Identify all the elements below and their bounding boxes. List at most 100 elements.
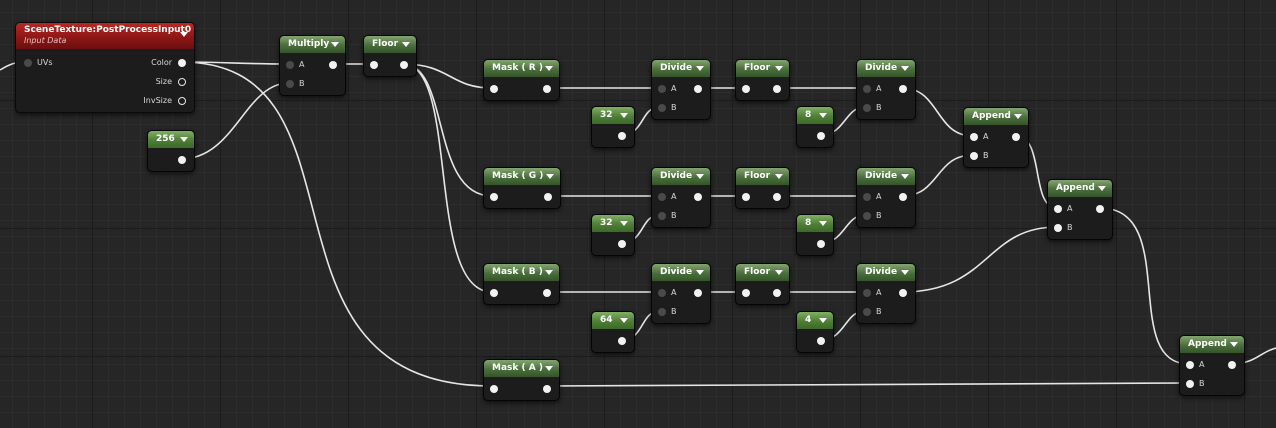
floor-main-header[interactable]: Floor xyxy=(364,36,416,53)
collapse-arrow-icon[interactable] xyxy=(775,66,783,71)
mask-g-output-pin[interactable] xyxy=(544,193,552,201)
collapse-arrow-icon[interactable] xyxy=(901,66,909,71)
floor-r-node[interactable]: Floor xyxy=(735,59,790,101)
mask-a-input-pin[interactable] xyxy=(490,385,498,393)
floor-b-input-pin[interactable] xyxy=(742,289,750,297)
collapse-arrow-icon[interactable] xyxy=(1230,342,1238,347)
constant-8-g-node[interactable]: 8 xyxy=(796,214,834,256)
divide-r1-node[interactable]: Divide A B xyxy=(651,59,711,120)
floor-g-output-pin[interactable] xyxy=(773,193,781,201)
color-output-pin[interactable] xyxy=(178,59,186,67)
mask-g-header[interactable]: Mask ( G ) xyxy=(484,168,560,185)
constant-4-b-header[interactable]: 4 xyxy=(797,312,833,329)
mask-b-output-pin[interactable] xyxy=(543,289,551,297)
constant-8-r-header[interactable]: 8 xyxy=(797,107,833,124)
collapse-arrow-icon[interactable] xyxy=(819,221,827,226)
mask-r-input-pin[interactable] xyxy=(490,85,498,93)
append-2-header[interactable]: Append xyxy=(1048,180,1112,197)
append-2-input-a-pin[interactable] xyxy=(1054,205,1062,213)
collapse-arrow-icon[interactable] xyxy=(819,113,827,118)
divide-r2-node[interactable]: Divide A B xyxy=(856,59,916,120)
scene-texture-node[interactable]: SceneTexture:PostProcessInput0 Input Dat… xyxy=(15,22,195,113)
mask-a-output-pin[interactable] xyxy=(543,385,551,393)
collapse-arrow-icon[interactable] xyxy=(1098,186,1106,191)
mask-g-input-pin[interactable] xyxy=(490,193,498,201)
invsize-output-pin[interactable] xyxy=(178,97,186,105)
mask-r-node[interactable]: Mask ( R ) xyxy=(483,59,560,101)
floor-g-header[interactable]: Floor xyxy=(736,168,789,185)
collapse-arrow-icon[interactable] xyxy=(402,42,410,47)
divide-b1-input-a-pin[interactable] xyxy=(658,289,666,297)
collapse-arrow-icon[interactable] xyxy=(696,66,704,71)
append-1-input-a-pin[interactable] xyxy=(970,133,978,141)
collapse-arrow-icon[interactable] xyxy=(545,366,553,371)
divide-g1-header[interactable]: Divide xyxy=(652,168,710,185)
divide-r2-input-b-pin[interactable] xyxy=(863,104,871,112)
constant-32-r-output-pin[interactable] xyxy=(618,132,626,140)
collapse-arrow-icon[interactable] xyxy=(901,270,909,275)
divide-b2-header[interactable]: Divide xyxy=(857,264,915,281)
collapse-arrow-icon[interactable] xyxy=(696,270,704,275)
floor-b-node[interactable]: Floor xyxy=(735,263,790,305)
constant-8-r-node[interactable]: 8 xyxy=(796,106,834,148)
constant-64-b-output-pin[interactable] xyxy=(618,337,626,345)
divide-r2-output-pin[interactable] xyxy=(899,85,907,93)
divide-r2-header[interactable]: Divide xyxy=(857,60,915,77)
append-1-output-pin[interactable] xyxy=(1012,133,1020,141)
collapse-arrow-icon[interactable] xyxy=(775,270,783,275)
multiply-output-pin[interactable] xyxy=(329,61,337,69)
divide-g1-output-pin[interactable] xyxy=(694,193,702,201)
append-2-output-pin[interactable] xyxy=(1096,205,1104,213)
append-3-header[interactable]: Append xyxy=(1180,336,1244,353)
collapse-arrow-icon[interactable] xyxy=(620,221,628,226)
collapse-arrow-icon[interactable] xyxy=(545,270,553,275)
multiply-input-a-pin[interactable] xyxy=(286,61,294,69)
divide-r2-input-a-pin[interactable] xyxy=(863,85,871,93)
collapse-arrow-icon[interactable] xyxy=(1014,114,1022,119)
divide-r1-input-a-pin[interactable] xyxy=(658,85,666,93)
mask-r-header[interactable]: Mask ( R ) xyxy=(484,60,559,77)
append-3-input-b-pin[interactable] xyxy=(1186,380,1194,388)
mask-a-node[interactable]: Mask ( A ) xyxy=(483,359,560,401)
floor-r-header[interactable]: Floor xyxy=(736,60,789,77)
divide-r1-output-pin[interactable] xyxy=(694,85,702,93)
floor-g-node[interactable]: Floor xyxy=(735,167,790,209)
mask-b-input-pin[interactable] xyxy=(490,289,498,297)
scene-texture-header[interactable]: SceneTexture:PostProcessInput0 Input Dat… xyxy=(16,23,194,49)
multiply-header[interactable]: Multiply xyxy=(280,36,345,53)
mask-b-header[interactable]: Mask ( B ) xyxy=(484,264,559,281)
floor-r-input-pin[interactable] xyxy=(742,85,750,93)
divide-b2-input-b-pin[interactable] xyxy=(863,308,871,316)
floor-b-header[interactable]: Floor xyxy=(736,264,789,281)
constant-32-r-node[interactable]: 32 xyxy=(591,106,635,148)
divide-b2-output-pin[interactable] xyxy=(899,289,907,297)
divide-r1-header[interactable]: Divide xyxy=(652,60,710,77)
floor-main-input-pin[interactable] xyxy=(370,61,378,69)
divide-r1-input-b-pin[interactable] xyxy=(658,104,666,112)
constant-8-g-header[interactable]: 8 xyxy=(797,215,833,232)
divide-b1-output-pin[interactable] xyxy=(694,289,702,297)
collapse-arrow-icon[interactable] xyxy=(620,318,628,323)
divide-b2-input-a-pin[interactable] xyxy=(863,289,871,297)
floor-g-input-pin[interactable] xyxy=(742,193,750,201)
constant-32-g-output-pin[interactable] xyxy=(618,240,626,248)
append-2-node[interactable]: Append A B xyxy=(1047,179,1113,240)
floor-r-output-pin[interactable] xyxy=(773,85,781,93)
constant-256-node[interactable]: 256 xyxy=(147,130,195,172)
constant-4-b-node[interactable]: 4 xyxy=(796,311,834,353)
divide-g2-header[interactable]: Divide xyxy=(857,168,915,185)
constant-32-r-header[interactable]: 32 xyxy=(592,107,634,124)
collapse-arrow-icon[interactable] xyxy=(546,174,554,179)
divide-g1-input-a-pin[interactable] xyxy=(658,193,666,201)
mask-b-node[interactable]: Mask ( B ) xyxy=(483,263,560,305)
constant-256-output-pin[interactable] xyxy=(178,156,186,164)
append-3-node[interactable]: Append A B xyxy=(1179,335,1245,396)
collapse-arrow-icon[interactable] xyxy=(620,113,628,118)
append-3-output-pin[interactable] xyxy=(1228,361,1236,369)
collapse-arrow-icon[interactable] xyxy=(180,137,188,142)
collapse-arrow-icon[interactable] xyxy=(545,66,553,71)
mask-g-node[interactable]: Mask ( G ) xyxy=(483,167,561,209)
floor-main-node[interactable]: Floor xyxy=(363,35,417,77)
divide-g1-input-b-pin[interactable] xyxy=(658,212,666,220)
divide-b1-node[interactable]: Divide A B xyxy=(651,263,711,324)
